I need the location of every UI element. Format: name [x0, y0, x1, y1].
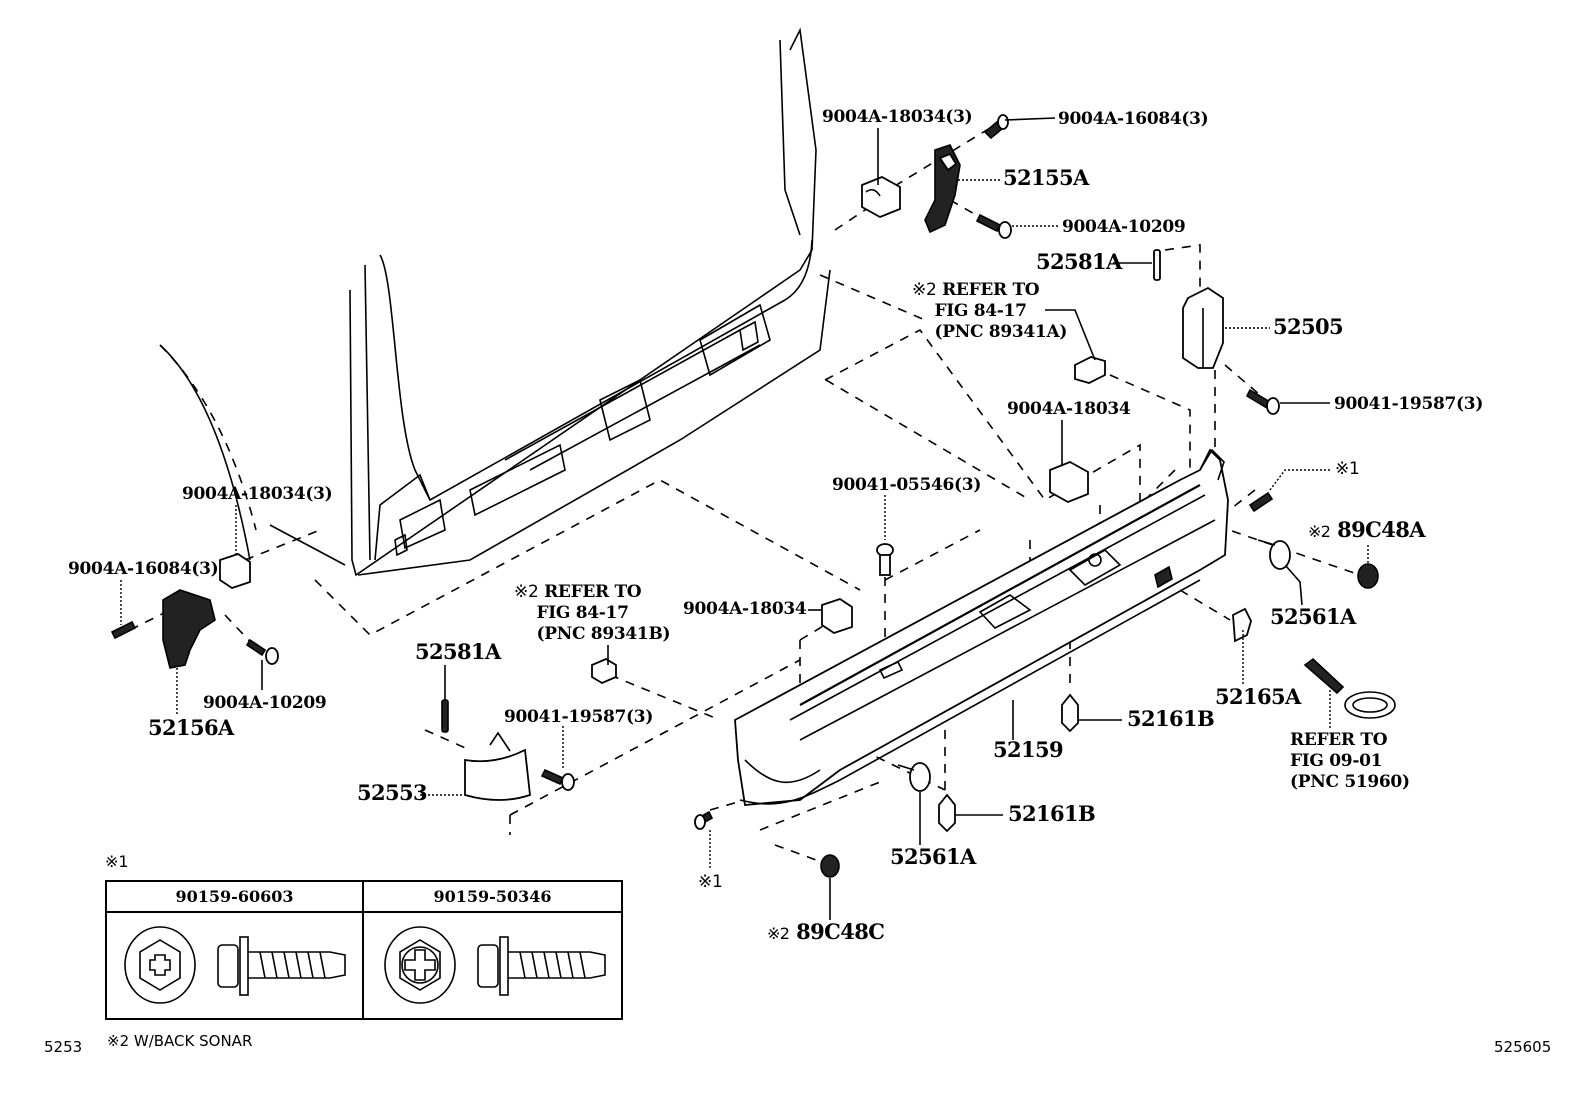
note-mark-2: ※2 [1308, 522, 1331, 541]
bracket-52156A [162, 589, 216, 669]
sensor-ring-89C48A [1357, 563, 1379, 589]
callout-9004A-18034-3-top: 9004A-18034(3) [822, 107, 973, 127]
note-mark-2: ※2 [514, 582, 539, 602]
legend-screw-90159-50346 [384, 926, 606, 1004]
callout-52156A: 52156A [148, 715, 234, 740]
rear-body-frame [159, 27, 831, 577]
page-code-right: 525605 [1494, 1038, 1552, 1056]
callout-52553: 52553 [357, 780, 428, 805]
note-mark-2: ※2 [767, 924, 790, 943]
bracket-52505 [1182, 286, 1224, 369]
callout-89C48A: ※2 89C48A [1308, 517, 1426, 542]
screw-9004A-10209-top [975, 213, 1012, 239]
screw-mark1-right [1248, 491, 1274, 513]
callout-52165A: 52165A [1215, 684, 1301, 709]
bolt-90041-05546 [876, 543, 894, 576]
legend-table: 90159-60603 90159-50346 [105, 880, 623, 1020]
callout-52161B-lower: 52161B [1008, 801, 1096, 826]
clip-52161B-lower [938, 793, 956, 833]
sensor-89341B [591, 657, 617, 685]
clip-9004A-18034-lower [821, 598, 853, 634]
callout-9004A-10209-left: 9004A-10209 [203, 693, 327, 713]
callout-9004A-10209-top: 9004A-10209 [1062, 217, 1186, 237]
ref-line1: REFER TO [1290, 730, 1388, 750]
callout-52159: 52159 [993, 737, 1064, 762]
callout-9004A-18034-lower: 9004A-18034 [683, 599, 807, 619]
screw-9004A-16084-top [983, 114, 1009, 140]
callout-89C48C: ※2 89C48C [767, 919, 885, 944]
legend-column: 90159-60603 [107, 882, 364, 1018]
ref-line2: FIG 84-17 [536, 603, 629, 623]
ref-line3: (PNC 51960) [1290, 772, 1410, 792]
legend-part-number: 90159-50346 [364, 882, 621, 913]
bracket-52155A [924, 144, 961, 234]
callout-mark1-bottom: ※1 [698, 872, 723, 892]
screw-90041-19587-right [1245, 388, 1280, 415]
clip-9004A-18034-left [219, 553, 251, 589]
clip-9004A-18034-top [861, 176, 901, 218]
legend-part-number: 90159-60603 [107, 882, 362, 913]
screw-90041-19587-lower [540, 768, 575, 791]
ref-line2: FIG 84-17 [934, 301, 1027, 321]
callout-52561A-lower: 52561A [890, 844, 976, 869]
note-mark-2: ※2 [912, 280, 937, 300]
pin-52581A-lower [441, 699, 449, 733]
callout-9004A-18034-mid: 9004A-18034 [1007, 399, 1131, 419]
bracket-52553 [464, 731, 531, 801]
legend-note-mark: ※1 [105, 852, 129, 871]
pin-52581A-top [1153, 249, 1161, 281]
sensor-89341A [1074, 356, 1106, 384]
part-code: 89C48A [1337, 517, 1425, 542]
leader-lines [120, 117, 1369, 920]
ref-line1: REFER TO [544, 582, 642, 602]
callout-9004A-16084-3-top: 9004A-16084(3) [1058, 109, 1209, 129]
screw-mark1-bottom [693, 810, 714, 830]
callout-ref-89341B: ※2 REFER TO FIG 84-17 (PNC 89341B) [514, 582, 671, 645]
screw-9004A-16084-left [110, 620, 137, 640]
callout-ref-89341A: ※2 REFER TO FIG 84-17 (PNC 89341A) [912, 280, 1067, 343]
clip-52161B-upper [1061, 693, 1079, 733]
ref-line1: REFER TO [942, 280, 1040, 300]
callout-52581A-top: 52581A [1036, 249, 1122, 274]
clip-9004A-18034-mid [1049, 461, 1089, 503]
bumper-cover-52159 [734, 448, 1229, 806]
callout-90041-05546-3: 90041-05546(3) [832, 475, 982, 495]
callout-9004A-16084-3-left: 9004A-16084(3) [68, 559, 219, 579]
footnote-back-sonar: ※2 W/BACK SONAR [107, 1032, 253, 1050]
ref-line2: FIG 09-01 [1290, 751, 1383, 771]
bracket-52165A [1232, 607, 1252, 643]
ref-line3: (PNC 89341A) [934, 322, 1068, 342]
callout-52581A-lower: 52581A [415, 639, 501, 664]
callout-90041-19587-3-lower: 90041-19587(3) [504, 707, 654, 727]
callout-52161B-upper: 52161B [1127, 706, 1215, 731]
callout-9004A-18034-3-left: 9004A-18034(3) [182, 484, 333, 504]
page-code-left: 5253 [44, 1038, 83, 1056]
callout-52505: 52505 [1273, 314, 1344, 339]
callout-mark1-right: ※1 [1335, 459, 1360, 479]
tow-hook [1303, 657, 1396, 719]
callout-52561A-right: 52561A [1270, 604, 1356, 629]
reflector-52561A-lower [897, 762, 931, 792]
legend-screw-90159-60603 [124, 926, 346, 1004]
part-code: 89C48C [796, 919, 885, 944]
legend-column: 90159-50346 [364, 882, 621, 1018]
ref-line3: (PNC 89341B) [536, 624, 671, 644]
callout-90041-19587-3-right: 90041-19587(3) [1334, 394, 1484, 414]
screw-9004A-10209-left [245, 638, 279, 665]
sensor-ring-89C48C [820, 854, 840, 878]
callout-52155A: 52155A [1003, 165, 1089, 190]
reflector-52561A-right [1257, 539, 1291, 570]
